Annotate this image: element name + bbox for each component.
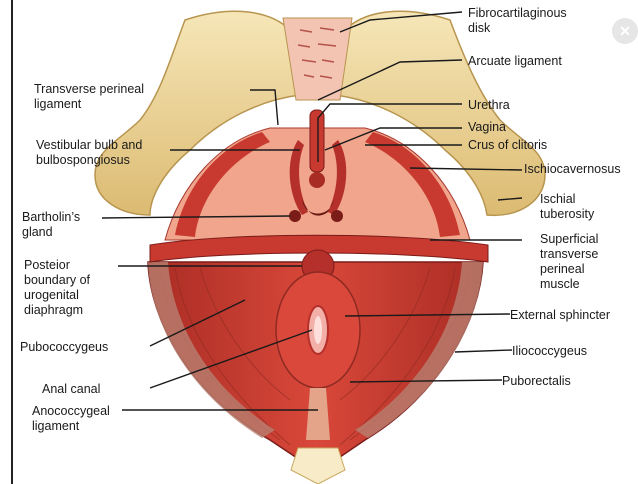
label-bartholins-gland: Bartholin’s gland [22, 210, 80, 240]
label-ischiocavernosus: Ischiocavernosus [524, 162, 636, 177]
close-icon[interactable]: ✕ [612, 18, 638, 44]
coccyx [291, 448, 345, 484]
label-puborectalis: Puborectalis [502, 374, 571, 389]
label-superficial-transverse-perineal-muscle: Superficial transverse perineal muscle [540, 232, 598, 292]
label-external-sphincter: External sphincter [510, 308, 610, 323]
label-vestibular-bulb: Vestibular bulb and bulbospongiosus [36, 138, 142, 168]
label-pubococcygeus: Pubococcygeus [20, 340, 108, 355]
label-anococcygeal-ligament: Anococcygeal ligament [32, 404, 110, 434]
label-fibrocartilaginous-disk: Fibrocartilaginous disk [468, 6, 567, 36]
label-iliococcygeus: Iliococcygeus [512, 344, 587, 359]
label-posterior-boundary: Posteior boundary of urogenital diaphrag… [24, 258, 90, 318]
label-arcuate-ligament: Arcuate ligament [468, 54, 562, 69]
label-crus-of-clitoris: Crus of clitoris [468, 138, 547, 153]
label-anal-canal: Anal canal [42, 382, 100, 397]
label-transverse-perineal-ligament: Transverse perineal ligament [34, 82, 144, 112]
label-urethra: Urethra [468, 98, 510, 113]
label-ischial-tuberosity: Ischial tuberosity [540, 192, 594, 222]
label-vagina: Vagina [468, 120, 506, 135]
